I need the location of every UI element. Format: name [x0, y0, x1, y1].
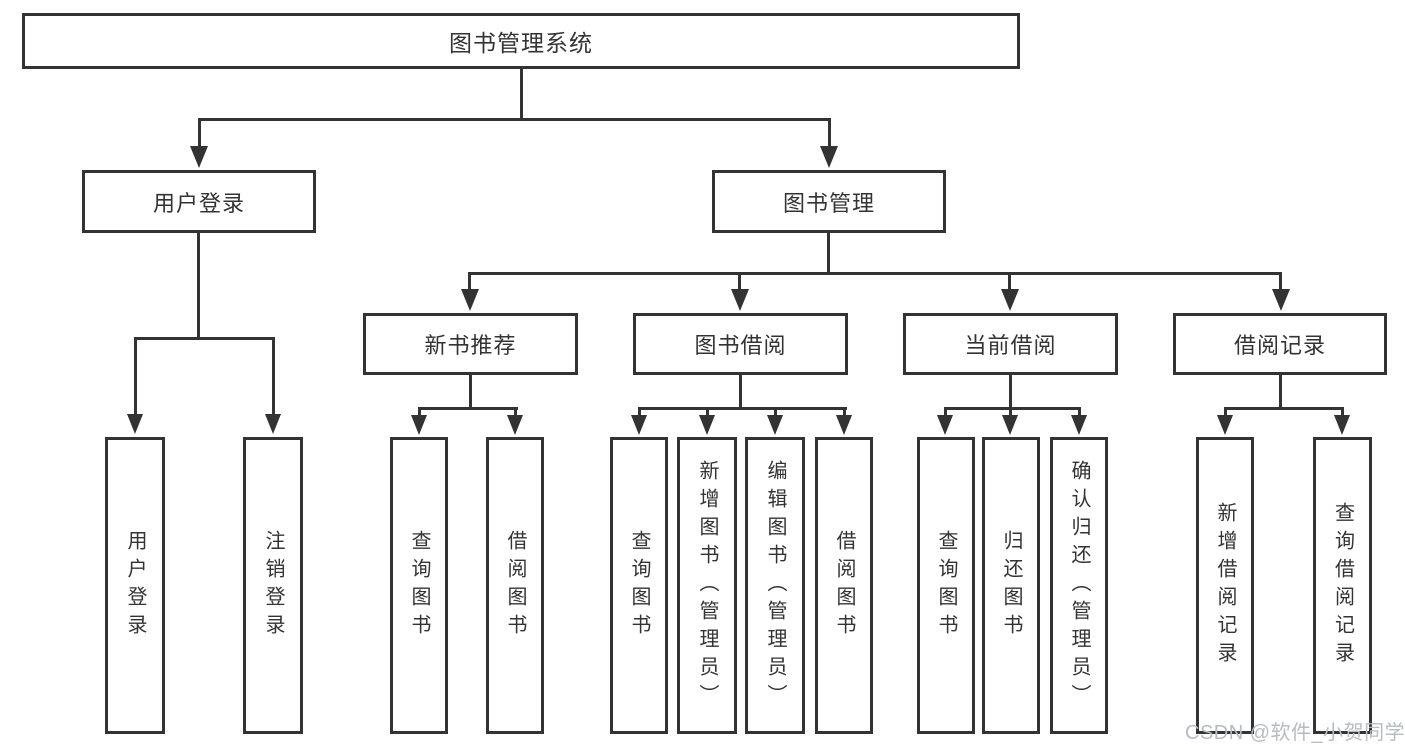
connector-line [272, 337, 275, 415]
leaf-newbook-borrow: 借阅图书 [486, 437, 544, 734]
connector-line [827, 233, 830, 272]
connector-line [774, 407, 777, 417]
connector-line [706, 407, 709, 417]
leaf-current-query: 查询图书 [917, 437, 975, 734]
arrow-down-icon [937, 415, 953, 435]
connector-line [1008, 272, 1011, 292]
connector-line [1279, 375, 1282, 407]
node-label: 借阅图书 [833, 529, 855, 642]
node-user-login: 用户登录 [82, 170, 316, 233]
connector-line [1224, 407, 1344, 410]
connector-line [739, 375, 742, 407]
node-book-borrow: 图书借阅 [633, 313, 848, 375]
leaf-newbook-query: 查询图书 [390, 437, 448, 734]
node-borrow-records: 借阅记录 [1173, 313, 1387, 375]
node-label: 归还图书 [1000, 529, 1022, 642]
leaf-logout: 注销登录 [243, 437, 303, 734]
leaf-borrow-borrow: 借阅图书 [815, 437, 873, 734]
arrow-down-icon [1217, 415, 1233, 435]
connector-line [843, 407, 846, 417]
node-label: 图书管理系统 [449, 30, 593, 56]
node-label: 借阅记录 [1233, 333, 1326, 358]
connector-line [197, 233, 200, 337]
node-label: 查询图书 [628, 529, 650, 642]
node-label: 查询图书 [408, 529, 430, 642]
connector-line [638, 407, 641, 417]
leaf-records-add: 新增借阅记录 [1196, 437, 1254, 734]
node-label: 借阅图书 [504, 529, 526, 642]
leaf-current-return: 归还图书 [982, 437, 1040, 734]
connector-line [944, 407, 1081, 410]
arrow-down-icon [1272, 289, 1290, 311]
leaf-user-login: 用户登录 [105, 437, 165, 734]
arrow-down-icon [1071, 415, 1087, 435]
node-label: 注销登录 [262, 529, 284, 642]
leaf-records-query: 查询借阅记录 [1313, 437, 1372, 734]
connector-line [738, 272, 741, 292]
node-library-system: 图书管理系统 [22, 13, 1020, 69]
node-label: 新书推荐 [424, 333, 517, 358]
connector-line [468, 272, 1282, 275]
connector-line [134, 337, 275, 340]
connector-line [1009, 407, 1012, 417]
node-label: 当前借阅 [964, 333, 1057, 358]
node-label: 确认归还（管理员） [1068, 459, 1090, 712]
arrow-down-icon [265, 414, 281, 434]
leaf-current-confirm-admin: 确认归还（管理员） [1050, 437, 1108, 734]
connector-line [1341, 407, 1344, 417]
node-label: 查询图书 [935, 529, 957, 642]
connector-line [944, 407, 947, 417]
arrow-down-icon [699, 415, 715, 435]
arrow-down-icon [1002, 415, 1018, 435]
node-label: 用户登录 [152, 190, 245, 216]
node-current-borrow: 当前借阅 [903, 313, 1118, 375]
connector-line [1279, 272, 1282, 292]
arrow-down-icon [1001, 289, 1019, 311]
arrow-down-icon [631, 415, 647, 435]
connector-line [469, 375, 472, 407]
arrow-down-icon [411, 415, 427, 435]
connector-line [468, 272, 471, 292]
connector-line [1078, 407, 1081, 417]
leaf-borrow-add-admin: 新增图书（管理员） [677, 437, 737, 734]
arrow-down-icon [1334, 415, 1350, 435]
arrow-down-icon [190, 146, 208, 168]
connector-line [134, 337, 137, 415]
node-label: 图书管理 [782, 190, 875, 216]
node-new-book-recommend: 新书推荐 [363, 313, 578, 375]
node-book-management: 图书管理 [712, 170, 946, 233]
node-label: 查询借阅记录 [1331, 501, 1354, 670]
connector-line [1009, 375, 1012, 407]
connector-line [638, 407, 847, 410]
arrow-down-icon [836, 415, 852, 435]
leaf-borrow-edit-admin: 编辑图书（管理员） [745, 437, 805, 734]
connector-line [514, 407, 517, 417]
leaf-borrow-query: 查询图书 [610, 437, 668, 734]
connector-line [1224, 407, 1227, 417]
csdn-watermark: CSDN @软件_小贺同学 [1185, 722, 1405, 744]
arrow-down-icon [767, 415, 783, 435]
arrow-down-icon [461, 289, 479, 311]
arrow-down-icon [731, 289, 749, 311]
node-label: 编辑图书（管理员） [764, 459, 786, 712]
connector-line [418, 407, 421, 417]
arrow-down-icon [507, 415, 523, 435]
node-label: 新增借阅记录 [1214, 501, 1236, 670]
node-label: 新增图书（管理员） [696, 459, 718, 712]
arrow-down-icon [127, 414, 143, 434]
node-label: 图书借阅 [694, 333, 787, 358]
connector-line [828, 118, 831, 150]
node-label: 用户登录 [124, 529, 146, 642]
connector-line [198, 118, 831, 121]
arrow-down-icon [820, 146, 838, 168]
connector-line [198, 118, 201, 150]
connector-line [418, 407, 518, 410]
connector-line [520, 69, 523, 119]
